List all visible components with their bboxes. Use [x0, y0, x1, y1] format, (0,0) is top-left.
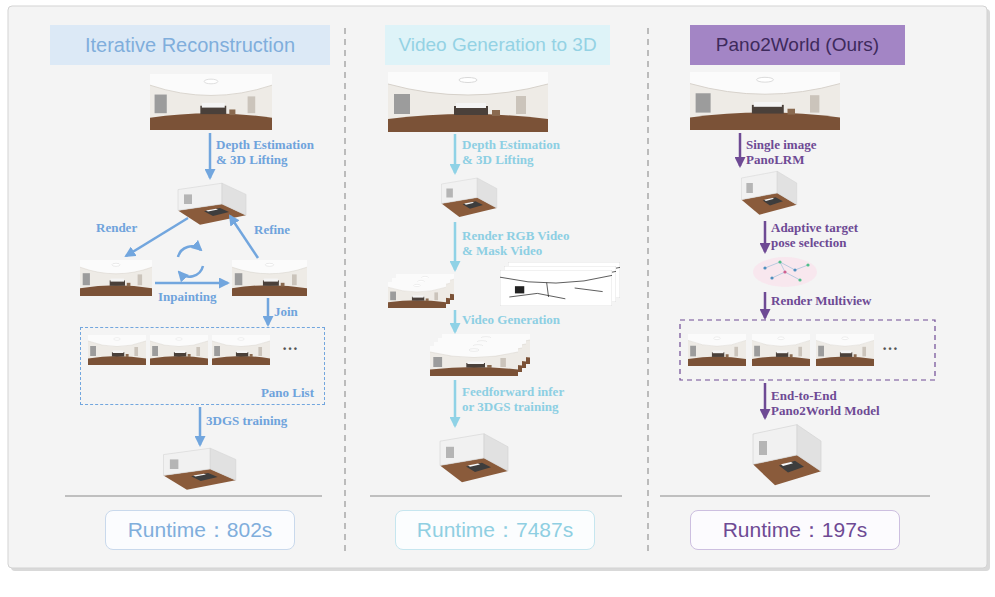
mask-frame: [500, 270, 612, 306]
node-label: Runtime：197s: [723, 518, 868, 542]
view-thumbnail: [816, 334, 874, 366]
step-label: Single image PanoLRM: [746, 137, 836, 167]
room-3d: [442, 178, 497, 217]
panorama-image: [150, 74, 272, 130]
runtime-box: Runtime：197s: [690, 510, 900, 550]
pose-point: [783, 270, 786, 273]
room-3d: [742, 171, 797, 214]
render-image: [80, 260, 152, 296]
step-label: Video Generation: [462, 312, 592, 327]
pano-thumbnail: [150, 335, 208, 365]
node-label: Iterative Reconstruction: [85, 34, 295, 57]
generated-frame: [430, 346, 518, 376]
step-label: End-to-End Pano2World Model: [771, 388, 889, 418]
divider-line: [660, 496, 930, 497]
node-label: Video Generation to 3D: [398, 34, 596, 56]
view-thumbnail: [688, 334, 746, 366]
room-3d: [440, 434, 508, 483]
panel: [8, 6, 987, 568]
pose-point: [793, 268, 796, 271]
flow-arrow: [764, 383, 767, 418]
video-frame: [388, 282, 446, 308]
runtime-box: Runtime：7487s: [395, 510, 595, 550]
step-label: Refine: [254, 222, 314, 237]
step-label: Depth Estimation & 3D Lifting: [462, 137, 566, 167]
node-label: Runtime：802s: [128, 518, 273, 542]
multiview-box: [680, 320, 935, 380]
flow-arrow: [764, 292, 767, 318]
cycle-icon: [178, 246, 201, 257]
cycle-icon: [179, 266, 203, 277]
panorama-image: [690, 72, 840, 130]
step-label: Depth Estimation & 3D Lifting: [216, 137, 320, 167]
flow-arrow: [739, 133, 742, 166]
header-box: Video Generation to 3D: [385, 25, 610, 65]
divider-line: [370, 496, 622, 497]
divider-line: [65, 496, 322, 497]
flow-arrow: [454, 380, 457, 426]
pose-point: [778, 260, 781, 263]
pose-links: [765, 262, 808, 280]
step-label: 3DGS training: [206, 413, 326, 428]
flow-arrow: [155, 282, 228, 285]
column-separator: [647, 28, 649, 555]
pano-thumbnail: [88, 335, 146, 365]
flow-arrow: [454, 310, 457, 332]
node-label: Pano List: [261, 386, 314, 401]
runtime-box: Runtime：802s: [105, 510, 295, 550]
step-label: Join: [274, 304, 314, 319]
step-label: …: [882, 337, 912, 352]
step-label: Feedforward infer or 3DGS training: [462, 384, 572, 414]
flow-arrow: [454, 134, 457, 173]
pose-point: [770, 276, 773, 279]
step-label: Render RGB Video & Mask Video: [462, 228, 577, 258]
flow-arrow: [230, 216, 258, 258]
flow-arrow: [764, 221, 767, 252]
pose-cloud: [753, 257, 817, 287]
step-label: Adaptive target pose selection: [771, 220, 871, 250]
pano-thumbnail: [212, 335, 270, 365]
node-label: Runtime：7487s: [417, 518, 573, 542]
flow-arrow: [267, 298, 270, 325]
pose-point: [763, 266, 766, 269]
panorama-image: [388, 72, 548, 132]
view-thumbnail: [752, 334, 810, 366]
step-label: Render: [96, 220, 156, 235]
room-3d: [164, 448, 236, 490]
column-separator: [344, 28, 346, 555]
inpainted-image: [232, 260, 307, 296]
flow-arrow: [209, 133, 212, 178]
flow-arrow: [454, 222, 457, 270]
step-label: Render Multiview: [771, 293, 911, 308]
pose-point: [806, 263, 809, 266]
node-label: Pano2World (Ours): [716, 34, 879, 56]
header-box: Iterative Reconstruction: [50, 25, 330, 65]
room-3d: [753, 425, 821, 486]
header-box: Pano2World (Ours): [690, 25, 905, 65]
step-label: Inpainting: [158, 289, 238, 304]
pose-point: [798, 278, 801, 281]
flow-arrow: [199, 407, 202, 445]
step-label: …: [282, 337, 312, 352]
